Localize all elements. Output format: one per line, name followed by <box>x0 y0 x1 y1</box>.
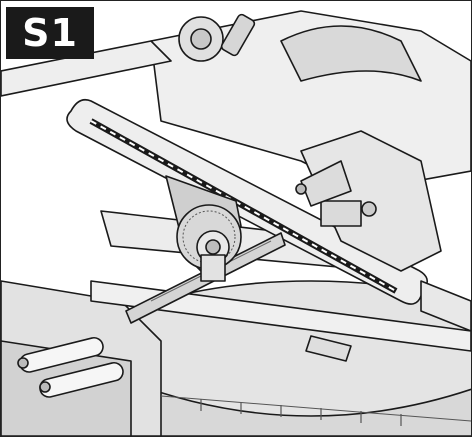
guide-rail-back <box>1 40 172 97</box>
handle-grip <box>280 25 422 82</box>
fence-lower <box>90 280 471 352</box>
step-badge: S1 <box>6 7 94 59</box>
clamp-screw <box>220 13 256 57</box>
